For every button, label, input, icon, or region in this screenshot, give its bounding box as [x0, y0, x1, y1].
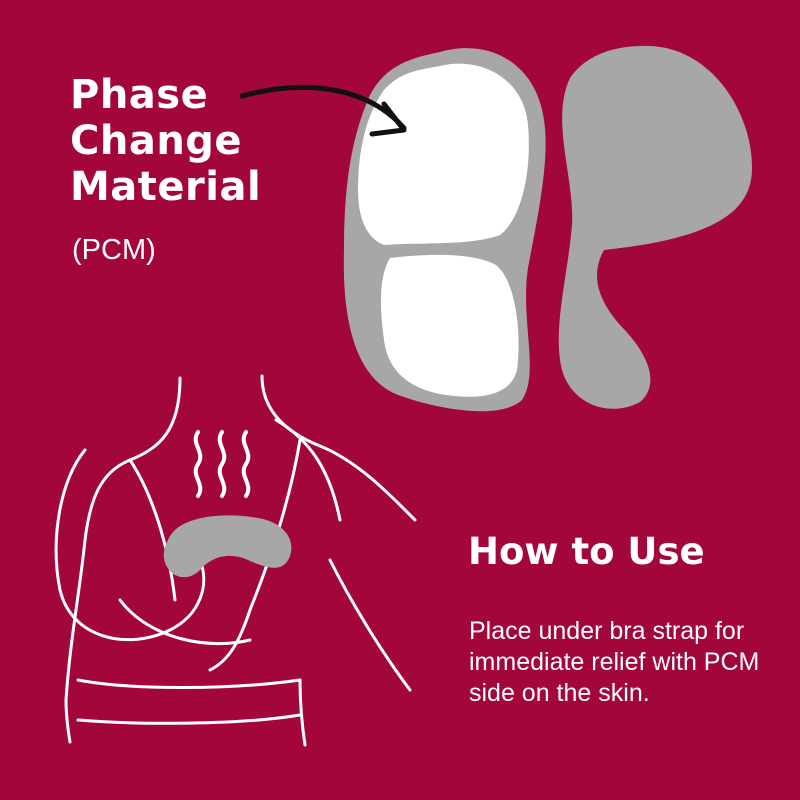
product-title: Phase Change Material	[70, 72, 261, 210]
pad-back-icon	[558, 45, 752, 409]
how-to-use-body: Place under bra strap for immediate reli…	[469, 617, 760, 707]
how-to-use-heading: How to Use	[468, 530, 705, 573]
title-line: Change	[70, 118, 243, 164]
shoulder-pad-icon	[163, 515, 292, 578]
heat-waves-icon	[193, 430, 251, 498]
product-subtitle: (PCM)	[72, 234, 156, 266]
torso-illustration	[54, 374, 417, 747]
pcm-pad-front-icon	[343, 48, 546, 412]
title-line: Material	[70, 164, 262, 210]
arrow-icon	[239, 84, 407, 137]
title-line: Phase	[70, 72, 209, 118]
